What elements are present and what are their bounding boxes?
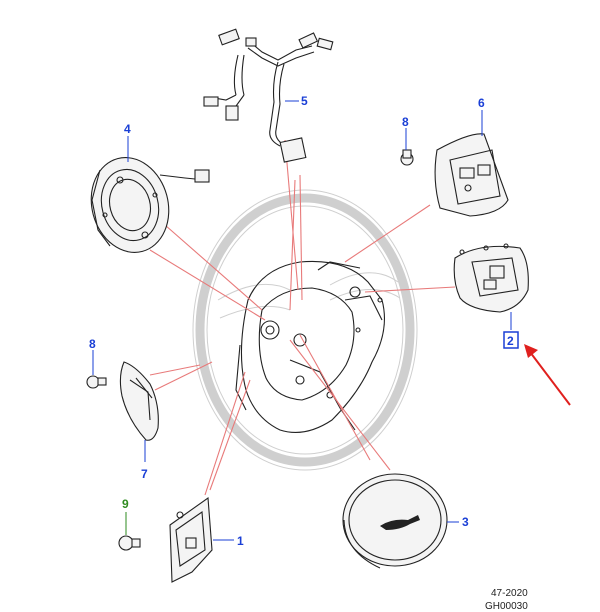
part-1-lower-cover bbox=[169, 496, 213, 583]
callout-8-lower: 8 bbox=[89, 337, 96, 351]
footer-code: GH00030 bbox=[485, 601, 528, 612]
part-3-airbag-module bbox=[342, 473, 448, 569]
callout-2-highlight-box bbox=[503, 331, 519, 349]
callout-2: 2 bbox=[507, 334, 514, 348]
jaguar-logo-icon bbox=[380, 515, 420, 530]
highlight-arrow bbox=[524, 344, 571, 406]
callout-1: 1 bbox=[237, 534, 244, 548]
callout-5: 5 bbox=[301, 94, 308, 108]
part-8-screw-lower bbox=[86, 375, 107, 389]
part-9-screw bbox=[118, 535, 141, 551]
callout-3: 3 bbox=[462, 515, 469, 529]
footer-date: 47-2020 bbox=[491, 588, 528, 599]
part-8-screw-upper bbox=[400, 149, 414, 166]
part-5-wiring-harness bbox=[203, 28, 334, 163]
callouts: 5 4 6 8 8 7 3 1 9 2 bbox=[89, 94, 519, 548]
callout-7: 7 bbox=[141, 467, 148, 481]
reference-lines bbox=[149, 139, 456, 496]
steering-wheel-hub bbox=[235, 260, 385, 433]
callout-6: 6 bbox=[478, 96, 485, 110]
callout-9: 9 bbox=[122, 497, 129, 511]
leader-lines bbox=[92, 100, 512, 541]
part-2-switch-pack-right bbox=[453, 243, 529, 313]
steering-wheel-outline bbox=[192, 189, 418, 471]
part-7-switch-pack-left bbox=[119, 361, 159, 441]
part-4-clockspring bbox=[90, 157, 210, 253]
callout-4: 4 bbox=[124, 122, 131, 136]
callout-8-upper: 8 bbox=[402, 115, 409, 129]
part-6-switch-pack-upper bbox=[434, 133, 509, 217]
arrow-head-icon bbox=[524, 344, 538, 358]
